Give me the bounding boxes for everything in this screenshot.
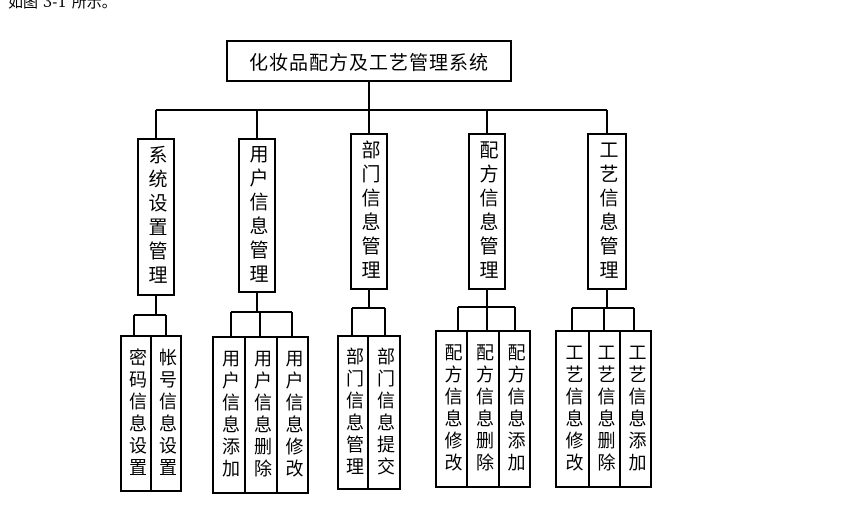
leaf-node-department-submit: 部门信息提交 [367, 335, 401, 490]
leaf-node-process-add: 工艺信息添加 [619, 330, 652, 488]
leaf-node-process-delete: 工艺信息删除 [588, 330, 621, 488]
leaf-node-password-settings: 密码信息设置 [120, 335, 152, 492]
module-label: 配方信息管理 [476, 139, 499, 284]
leaf-node-user-add: 用户信息添加 [212, 336, 246, 494]
leaf-node-account-settings: 帐号信息设置 [150, 335, 182, 492]
leaf-label: 配方信息删除 [473, 343, 494, 475]
module-label: 用户信息管理 [246, 143, 269, 288]
module-node-user-info: 用户信息管理 [238, 138, 276, 293]
module-label: 系统设置管理 [145, 145, 168, 289]
leaf-node-formula-delete: 配方信息删除 [466, 330, 500, 488]
leaf-label: 工艺信息修改 [562, 343, 584, 475]
leaf-label: 配方信息修改 [441, 343, 463, 475]
module-node-system-settings: 系统设置管理 [137, 138, 175, 296]
leaf-label: 配方信息添加 [504, 343, 526, 475]
leaf-label: 用户信息删除 [251, 349, 272, 481]
leaf-node-formula-add: 配方信息添加 [498, 330, 531, 488]
root-node: 化妆品配方及工艺管理系统 [226, 40, 512, 82]
leaf-label: 工艺信息添加 [625, 343, 647, 475]
module-node-process-info: 工艺信息管理 [587, 133, 627, 290]
leaf-node-process-modify: 工艺信息修改 [555, 330, 590, 488]
leaf-label: 工艺信息删除 [594, 343, 616, 475]
leaf-label: 用户信息修改 [282, 349, 304, 481]
leaf-label: 用户信息添加 [219, 349, 240, 481]
leaf-label: 密码信息设置 [126, 347, 147, 480]
leaf-label: 部门信息提交 [374, 346, 395, 479]
module-node-formula-info: 配方信息管理 [468, 133, 506, 290]
module-label: 部门信息管理 [358, 139, 381, 284]
module-label: 工艺信息管理 [596, 139, 619, 284]
leaf-label: 帐号信息设置 [156, 347, 177, 480]
leaf-node-user-delete: 用户信息删除 [244, 336, 278, 494]
leaf-label: 部门信息管理 [343, 346, 364, 479]
caption-text: 如图 3-1 所示。 [8, 0, 117, 11]
root-label: 化妆品配方及工艺管理系统 [248, 51, 489, 74]
module-node-department-info: 部门信息管理 [350, 133, 388, 290]
leaf-node-department-manage: 部门信息管理 [337, 335, 369, 490]
leaf-node-user-modify: 用户信息修改 [276, 336, 309, 494]
leaf-node-formula-modify: 配方信息修改 [435, 330, 468, 488]
